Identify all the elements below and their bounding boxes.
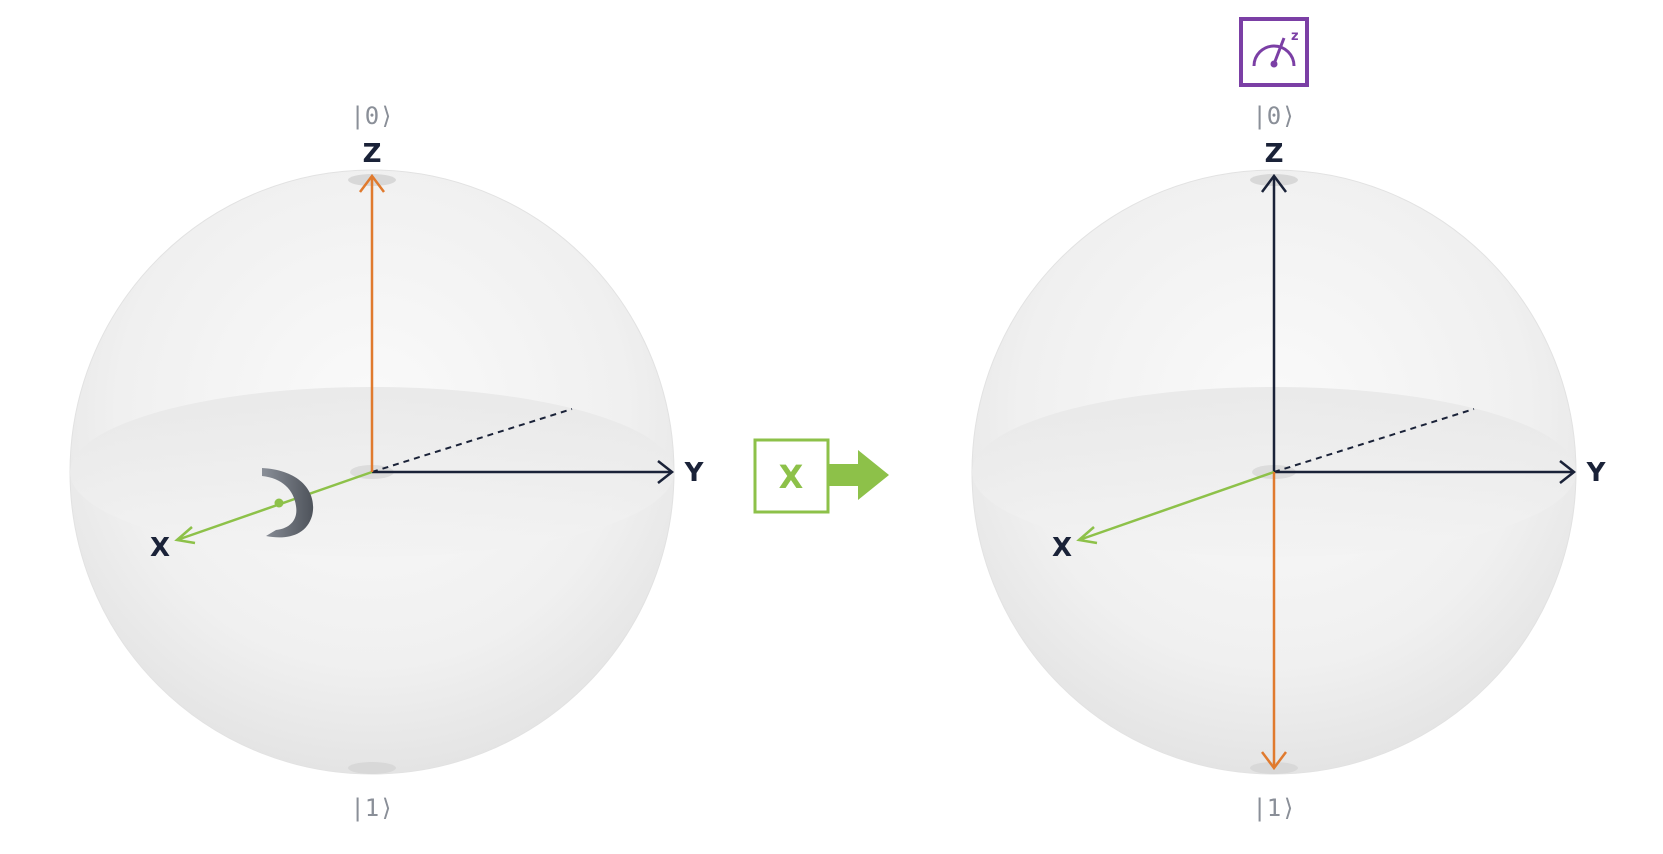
rotation-icon [262, 468, 314, 538]
axis-x-arrowhead [174, 526, 196, 545]
axis-x-label: X [1052, 533, 1072, 563]
state-vector-arrowhead [359, 173, 385, 193]
axis-z-label: Z [363, 139, 382, 169]
axis-y-arrowhead [657, 460, 675, 484]
axis-x-line [176, 470, 373, 542]
axis-z-arrowhead [1261, 173, 1287, 193]
transition-arrow [828, 450, 889, 500]
measure-z-icon: z [1239, 17, 1309, 87]
axis-x-line [1078, 470, 1275, 542]
gate-label: X [779, 458, 804, 496]
ket-top-label: |0⟩ [1252, 102, 1295, 130]
ket-bottom-label: |1⟩ [350, 794, 393, 822]
state-vector-arrowhead [1261, 751, 1287, 771]
x-gate: X [753, 438, 830, 514]
axis-x-negative-dashed [1273, 408, 1475, 473]
axis-z-label: Z [1265, 139, 1284, 169]
measure-basis-label: z [1291, 29, 1299, 44]
ket-bottom-label: |1⟩ [1252, 794, 1295, 822]
ket-top-label: |0⟩ [350, 102, 393, 130]
bloch-sphere-left: |0⟩ Z Y X |1⟩ [69, 102, 705, 822]
axis-x-arrowhead [1076, 526, 1098, 545]
axis-y-label: Y [684, 458, 705, 488]
gate-box [753, 438, 830, 514]
axis-x-negative-dashed [371, 408, 573, 473]
bloch-sphere-right: |0⟩ Z Y X |1⟩ [971, 102, 1607, 822]
south-pole-marker [348, 762, 396, 774]
axis-y-label: Y [1586, 458, 1607, 488]
axis-x-label: X [150, 533, 170, 563]
axis-y-arrowhead [1559, 460, 1577, 484]
